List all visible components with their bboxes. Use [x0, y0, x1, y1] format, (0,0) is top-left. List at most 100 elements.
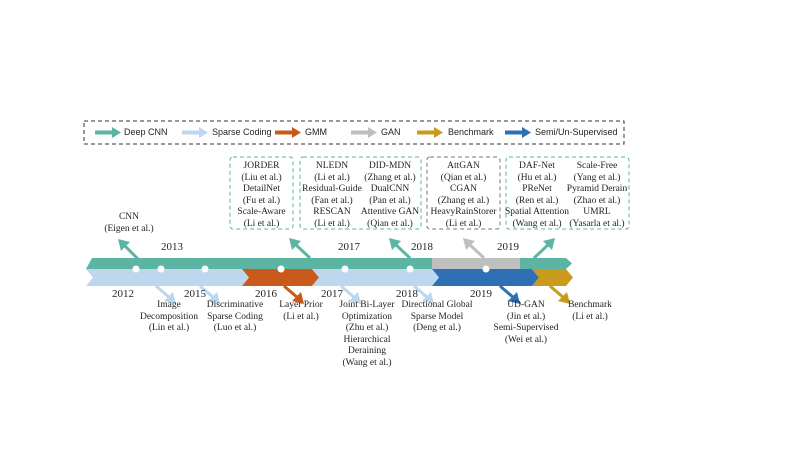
label-box1: JORDER(Liu et al.)DetailNet(Fu et al.)Sc…	[231, 161, 292, 230]
dot-2015	[201, 265, 209, 273]
label-line: DualCNN	[370, 184, 410, 194]
year-bottom-2015: 2015	[184, 288, 206, 300]
arrow-directional	[413, 284, 434, 304]
legend-swatch-gmm	[275, 127, 301, 138]
arrow-box3	[463, 238, 486, 260]
label-line: Directional Global	[401, 300, 473, 310]
label-line: Sparse Coding	[207, 311, 263, 322]
band-lower-sparse	[86, 269, 249, 286]
label-line: HeavyRainStorer	[430, 207, 497, 217]
band-lower-sparse-2	[312, 269, 439, 286]
year-top-2013: 2013	[161, 241, 183, 253]
band-lower-gmm	[242, 269, 319, 286]
label-line: Pyramid Derain	[566, 184, 628, 194]
label-line: Layer Prior	[279, 300, 323, 310]
label-line: NLEDN	[315, 161, 349, 171]
box-gan-2018	[426, 156, 501, 230]
legend-label-gan: GAN	[381, 127, 401, 137]
milestone-dots	[132, 265, 490, 273]
band-lower-semi	[432, 269, 539, 286]
label-box3: AttGAN(Qian et al.)CGAN(Zhang et al.)Hea…	[427, 161, 500, 230]
label-line: UMRL	[583, 207, 611, 217]
label-box4a: DAF-Net(Hu et al.)PReNet(Ren et al.)Spat…	[503, 161, 571, 230]
label-line: (Li et al.)	[243, 218, 280, 229]
legend-label-deep-cnn: Deep CNN	[124, 127, 168, 137]
label-layer-prior: Layer Prior(Li et al.)	[270, 300, 332, 323]
legend-swatch-semi-supervised	[505, 127, 531, 138]
label-box4b: Scale-Free(Yang et al.)Pyramid Derain(Zh…	[563, 161, 631, 230]
label-line: Spatial Attention	[504, 207, 570, 217]
label-line: (Li et al.)	[314, 172, 350, 183]
label-line: (Eigen et al.)	[104, 223, 154, 234]
label-line: (Zhang et al.)	[364, 172, 416, 183]
label-line: (Li et al.)	[283, 311, 319, 322]
legend-swatches	[95, 127, 531, 138]
arrow-box4	[532, 238, 555, 260]
label-line: (Yang et al.)	[573, 172, 621, 183]
top-arrows	[118, 238, 555, 261]
label-line: Scale-Free	[576, 161, 618, 171]
legend-box	[83, 120, 625, 145]
label-line: CGAN	[450, 184, 477, 194]
label-line: Decomposition	[139, 311, 199, 322]
year-top-2017: 2017	[338, 241, 360, 253]
label-line: (Zhao et al.)	[573, 195, 621, 206]
dot-2017	[341, 265, 349, 273]
label-line: Joint Bi-Layer	[339, 300, 395, 310]
year-top-2018: 2018	[411, 241, 433, 253]
year-top-2019: 2019	[497, 241, 519, 253]
label-line: Residual-Guide	[302, 184, 362, 194]
label-line: DAF-Net	[519, 161, 555, 171]
band-upper-gan	[432, 258, 520, 269]
legend-label-benchmark: Benchmark	[448, 127, 494, 137]
label-line: Discriminative	[206, 300, 264, 310]
label-line: RESCAN	[313, 207, 351, 217]
label-line: UD-GAN	[507, 300, 545, 310]
label-line: (Lin et al.)	[148, 323, 190, 333]
legend-swatch-deep-cnn	[95, 127, 121, 138]
label-line: DID-MDN	[368, 161, 412, 171]
year-bottom-2019: 2019	[470, 288, 492, 300]
legend-label-sparse-coding: Sparse Coding	[212, 127, 272, 137]
arrow-joint-bilayer	[340, 284, 361, 304]
arrow-benchmark	[549, 284, 570, 304]
year-bottom-2016: 2016	[255, 288, 277, 300]
label-line: Image	[157, 300, 181, 310]
label-line: Hierarchical	[343, 334, 391, 345]
label-line: (Ren et al.)	[515, 195, 559, 206]
arrow-layer-prior	[283, 284, 304, 304]
label-line: (Zhu et al.)	[345, 323, 389, 333]
label-line: (Wei et al.)	[504, 334, 548, 345]
box-deep-cnn-2019	[505, 156, 630, 230]
label-line: AttGAN	[447, 161, 480, 171]
label-line: (Pan et al.)	[369, 195, 411, 206]
arrow-box2	[389, 238, 412, 260]
label-line: (Luo et al.)	[213, 323, 257, 333]
year-bottom-2012: 2012	[112, 288, 134, 300]
label-line: (Li et al.)	[445, 218, 482, 229]
dot-2016	[277, 265, 285, 273]
label-line: (Li et al.)	[572, 311, 608, 322]
box-deep-cnn-2016	[229, 156, 294, 230]
arrow-box1	[289, 238, 312, 260]
label-ud-gan: UD-GAN(Jin et al.)Semi-Supervised(Wei et…	[490, 300, 562, 346]
label-cnn: CNN(Eigen et al.)	[99, 212, 159, 235]
arrow-cnn	[118, 239, 140, 261]
label-line: Sparse Model	[410, 311, 464, 322]
legend-swatch-benchmark	[417, 127, 443, 138]
label-line: (Fan et al.)	[311, 195, 353, 206]
label-line: JORDER	[243, 161, 280, 171]
label-line: Deraining	[348, 346, 386, 356]
label-line: (Deng et al.)	[413, 323, 461, 333]
year-bottom-2017: 2017	[321, 288, 343, 300]
label-line: (Li et al.)	[314, 218, 350, 229]
label-benchmark: Benchmark(Li et al.)	[558, 300, 622, 323]
label-line: (Zhang et al.)	[437, 195, 490, 206]
dot-2018	[406, 265, 414, 273]
label-line: PReNet	[522, 184, 552, 194]
label-box2a: NLEDN(Li et al.)Residual-Guide(Fan et al…	[300, 161, 364, 230]
